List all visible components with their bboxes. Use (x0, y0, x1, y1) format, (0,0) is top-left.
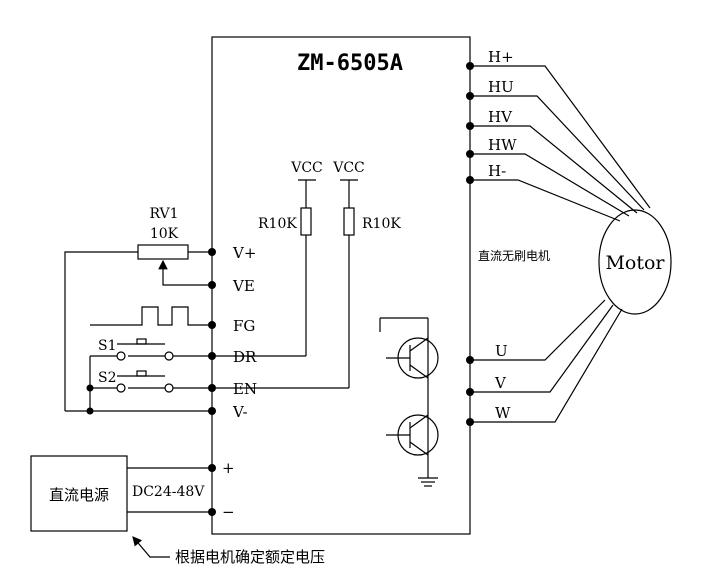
pin-v: V (494, 374, 507, 392)
resistor-label-1: R10K (258, 216, 297, 232)
power-note: 根据电机确定额定电压 (175, 548, 325, 566)
power-voltage: DC24-48V (132, 484, 205, 500)
pin-en: EN (233, 380, 257, 398)
resistor-label-2: R10K (362, 216, 401, 232)
output-transistors (379, 317, 439, 487)
pin-w: W (495, 404, 511, 422)
power-supply-label: 直流电源 (49, 486, 109, 504)
pullup-resistors (216, 179, 358, 389)
pin-hw: HW (488, 136, 517, 154)
motor (598, 209, 672, 315)
power-plus: + (222, 459, 235, 477)
left-wiring (64, 244, 212, 412)
pin-v-minus: V- (232, 403, 248, 421)
pin-ve: VE (232, 277, 255, 295)
motor-type-label: 直流无刷电机 (478, 249, 550, 263)
switch-s1-label: S1 (98, 338, 117, 354)
switch-contacts (116, 351, 174, 393)
power-supply (30, 455, 212, 558)
pin-u: U (495, 342, 508, 360)
pin-fg: FG (233, 317, 255, 335)
phase-wires (470, 299, 623, 423)
vcc-label-2: VCC (332, 160, 365, 176)
pin-h-plus: H+ (488, 48, 514, 66)
pin-hv: HV (488, 108, 513, 126)
hall-wires (470, 65, 651, 222)
motor-label: Motor (605, 252, 665, 274)
vcc-label-1: VCC (290, 160, 323, 176)
junction-dots (86, 62, 474, 516)
pin-h-minus: H- (488, 162, 506, 180)
driver-model: ZM-6505A (297, 51, 403, 76)
switch-s2-label: S2 (98, 370, 117, 386)
pot-value: 10K (150, 226, 179, 242)
power-minus: − (222, 503, 235, 521)
pin-v-plus: V+ (232, 244, 256, 262)
pot-name: RV1 (149, 206, 178, 222)
pin-hu: HU (488, 78, 514, 96)
pin-dr: DR (233, 348, 257, 366)
